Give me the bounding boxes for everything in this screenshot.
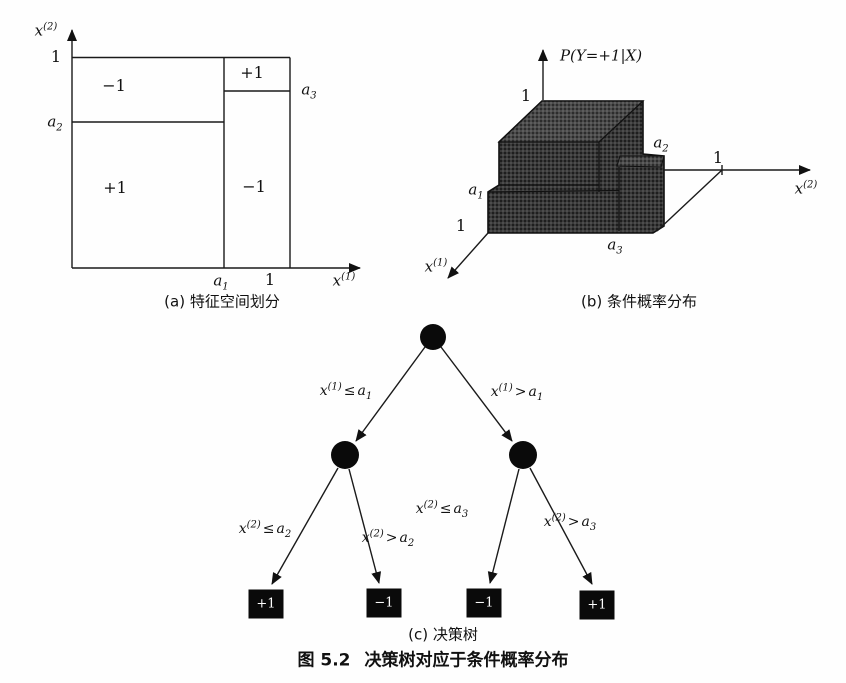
edge-root-left xyxy=(355,346,426,442)
panel-c-caption: (c) 决策树 xyxy=(408,625,478,644)
edge-label-x1-gt-a1: x(1)>a1 xyxy=(490,382,544,403)
internal-node-right xyxy=(509,441,537,469)
internal-node-left xyxy=(331,441,359,469)
leaf-node-1: +1 xyxy=(248,589,284,619)
panel-b-caption: (b) 条件概率分布 xyxy=(581,292,697,311)
leaf-node-2: −1 xyxy=(366,588,402,618)
edge-root-right xyxy=(440,346,513,442)
edge-left-to-leaf2 xyxy=(348,468,382,584)
figure-caption: 图 5.2 决策树对应于条件概率分布 xyxy=(297,650,569,671)
panel-b-x1-axis xyxy=(447,232,489,279)
region-top-left: −1 xyxy=(102,76,126,95)
tree-edges xyxy=(271,346,593,585)
edge-label-x2-le-a2: x(2)≤a2 xyxy=(238,519,292,540)
panel-b-a3-label: a3 xyxy=(607,235,623,257)
edge-left-to-leaf1 xyxy=(271,467,339,585)
edge-right-to-leaf3 xyxy=(487,468,520,584)
root-node xyxy=(420,324,446,350)
panel-a-a1-label: a1 xyxy=(213,271,229,293)
edge-label-x1-le-a1: x(1)≤a1 xyxy=(319,381,373,402)
tree-nodes xyxy=(331,324,537,469)
panel-b-a2-label: a2 xyxy=(653,133,669,155)
panel-a-a2-label: a2 xyxy=(47,112,63,134)
edge-label-x2-le-a3: x(2)≤a3 xyxy=(415,499,469,520)
leaf-node-4: +1 xyxy=(579,590,615,620)
panel-b-p-axis-label: P(Y=+1|X) xyxy=(559,46,643,65)
edge-right-to-leaf4 xyxy=(529,467,593,585)
solid-top-face-small-block xyxy=(616,155,665,168)
edge-label-x2-gt-a2: x(2)>a2 xyxy=(361,528,415,549)
edge-label-x2-gt-a3: x(2)>a3 xyxy=(543,512,597,533)
panel-b-solid xyxy=(487,100,665,234)
panel-a-caption: (a) 特征空间划分 xyxy=(164,292,280,311)
panel-a-y-tick-1: 1 xyxy=(50,47,62,66)
panel-b-x1-tick-1: 1 xyxy=(455,216,467,235)
region-top-right: +1 xyxy=(240,63,264,82)
region-bottom-right: −1 xyxy=(242,177,266,196)
panel-b-x1-axis-label: x(1) xyxy=(424,257,448,276)
figure-title: 决策树对应于条件概率分布 xyxy=(364,650,569,671)
leaf-node-3: −1 xyxy=(466,588,502,618)
panel-b-axes xyxy=(447,49,811,279)
panel-a-x-tick-1: 1 xyxy=(264,270,276,289)
panel-a-x-axis-label: x(1) xyxy=(332,271,356,290)
panel-b-p-tick-1: 1 xyxy=(520,86,532,105)
panel-b-x2-axis-label: x(2) xyxy=(794,179,818,198)
region-bottom-left: +1 xyxy=(103,178,127,197)
panel-a-partition-lines xyxy=(72,56,291,268)
panel-a-axes xyxy=(67,29,361,273)
panel-b-base-diagonal xyxy=(656,169,723,232)
panel-a-y-axis-label: x(2) xyxy=(34,21,58,40)
figure-number: 图 5.2 xyxy=(297,650,351,671)
panel-a-a3-label: a3 xyxy=(301,80,317,102)
panel-b-a1-label: a1 xyxy=(468,180,484,202)
panel-b-x2-tick-1: 1 xyxy=(712,148,724,167)
solid-internal-edges xyxy=(487,142,620,231)
